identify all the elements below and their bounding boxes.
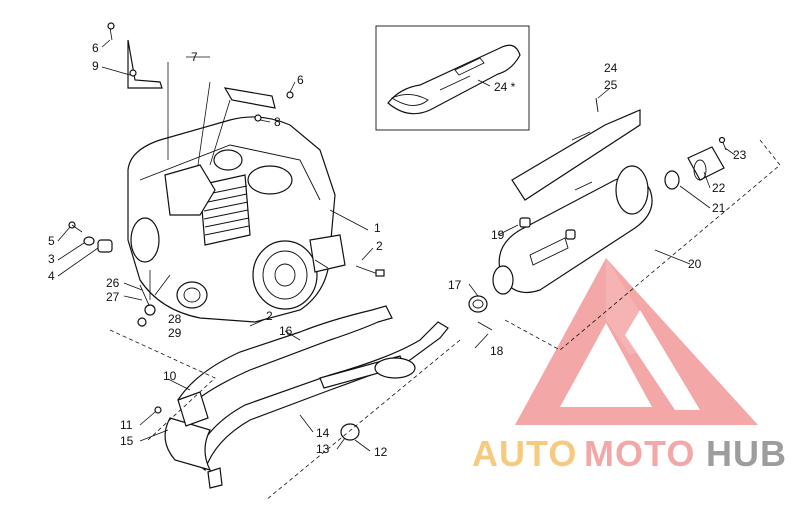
engine-assembly: [68, 22, 385, 327]
callout-3: 3: [48, 252, 55, 266]
callout-8: 8: [274, 115, 281, 129]
callout-24-star: 24 *: [494, 80, 516, 94]
callout-22: 22: [712, 181, 726, 195]
callout-20: 20: [688, 257, 702, 271]
callout-29: 29: [168, 326, 182, 340]
callout-27: 27: [106, 290, 120, 304]
callout-18: 18: [490, 344, 504, 358]
callout-28: 28: [168, 312, 182, 326]
callout-13: 13: [316, 442, 330, 456]
callout-26: 26: [106, 276, 120, 290]
callout-14: 14: [316, 426, 330, 440]
callout-15: 15: [120, 434, 134, 448]
watermark-logo: [515, 258, 758, 425]
watermark-word-auto: AUTO: [472, 433, 577, 474]
callout-9: 9: [92, 59, 99, 73]
callout-25: 25: [604, 78, 618, 92]
callout-leaders: [57, 39, 736, 452]
watermark-text: AUTO MOTO HUB: [472, 433, 787, 474]
callout-4: 4: [48, 269, 55, 283]
callout-19: 19: [491, 228, 505, 242]
callout-21: 21: [712, 201, 726, 215]
heat-shield-inset: [375, 25, 530, 131]
callout-17: 17: [448, 278, 462, 292]
callout-12: 12: [374, 445, 388, 459]
watermark-word-hub: HUB: [706, 433, 787, 474]
callout-2: 2: [266, 309, 273, 323]
callout-24: 24: [604, 61, 618, 75]
callout-11: 11: [120, 418, 133, 432]
callout-23: 23: [733, 148, 747, 162]
callout-1: 1: [374, 221, 381, 235]
exhaust-head-pipes: [154, 305, 449, 489]
leader-lines: [109, 62, 781, 501]
callout-2: 2: [376, 239, 383, 253]
callout-7: 7: [191, 50, 198, 64]
callout-labels: 6 9 7 6 8 1 2 5 3 4 26 27 28 29 10 11 15…: [48, 41, 747, 459]
callout-6: 6: [297, 73, 304, 87]
watermark-word-moto: MOTO: [584, 433, 695, 474]
callout-6: 6: [92, 41, 99, 55]
callout-10: 10: [163, 369, 177, 383]
callout-16: 16: [279, 324, 293, 338]
muffler-assembly: [468, 97, 727, 331]
callout-5: 5: [48, 234, 55, 248]
